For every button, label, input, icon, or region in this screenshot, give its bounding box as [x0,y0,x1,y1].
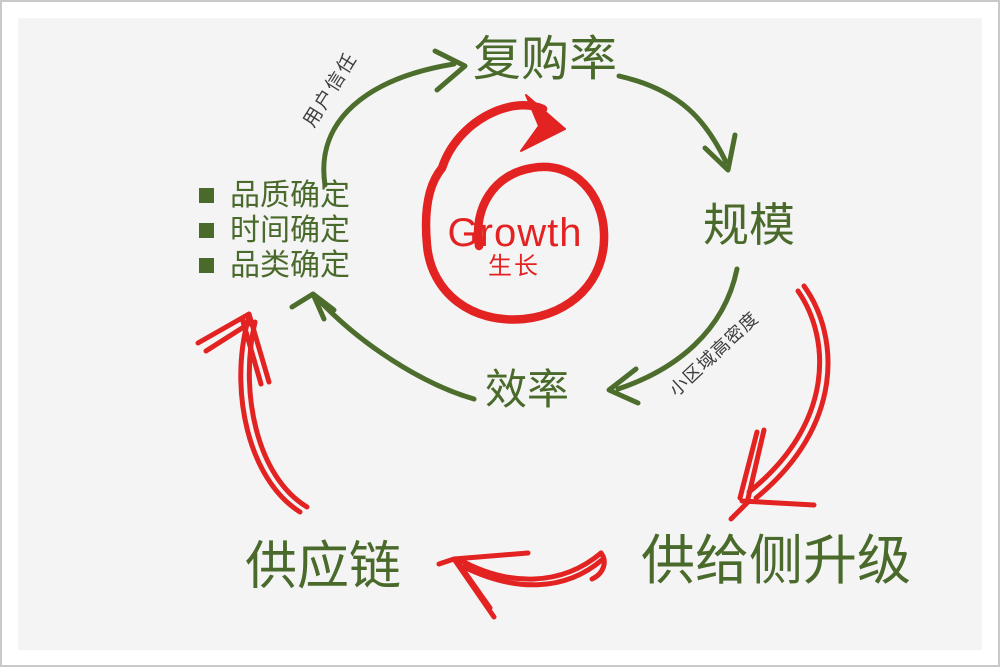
arrowhead-icon [432,48,468,93]
growth-subtitle: 生长 [488,253,540,280]
checklist: 品质确定 时间确定 品类确定 [199,178,350,283]
arrowhead-icon [702,132,738,173]
arrow-supply-upgrade-to-supply-chain [436,550,607,620]
spiral-arrowhead-icon [520,94,566,152]
arrowhead-icon [195,311,272,387]
node-repurchase-rate: 复购率 [472,33,618,86]
arrowhead-icon [728,427,817,522]
node-scale: 规模 [703,199,795,251]
arrowhead-icon [436,550,531,620]
checklist-item: 时间确定 [199,213,350,248]
node-supply-chain: 供应链 [244,538,402,596]
checklist-item: 品质确定 [199,178,350,213]
arrowhead-icon [606,366,641,406]
arrow-tail-hook [589,550,607,582]
spiral-curve [421,101,609,324]
square-bullet-icon [199,188,214,203]
square-bullet-icon [199,258,214,273]
arrow-curve-2 [746,288,823,495]
arrow-curve [753,283,831,501]
arrow-supply-chain-to-checklist [195,311,310,515]
arrow-curve [457,550,604,582]
checklist-item-label: 时间确定 [230,213,350,247]
node-efficiency: 效率 [484,366,570,413]
arrow-efficiency-to-checklist [289,291,477,402]
arrow-scale-to-efficiency [606,266,740,406]
arrow-curve [238,317,303,515]
checklist-item-label: 品类确定 [230,248,350,282]
arrow-checklist-to-repurchase [321,48,468,188]
growth-title: Growth [447,211,583,255]
arrow-curve [615,266,740,392]
checklist-item: 品类确定 [199,248,350,283]
arrow-curve [616,73,729,165]
arrow-scale-to-supply-upgrade [728,283,831,522]
arrowhead-icon [289,291,337,322]
arrow-curve [315,296,477,402]
checklist-item-label: 品质确定 [230,178,350,212]
diagram-panel [18,18,982,650]
square-bullet-icon [199,223,214,238]
arrow-repurchase-to-scale [616,73,738,173]
growth-spiral [421,94,609,324]
arrow-curve-2 [461,556,606,588]
arrow-curve [321,61,457,188]
node-supply-side-upgrade: 供给侧升级 [641,531,911,591]
